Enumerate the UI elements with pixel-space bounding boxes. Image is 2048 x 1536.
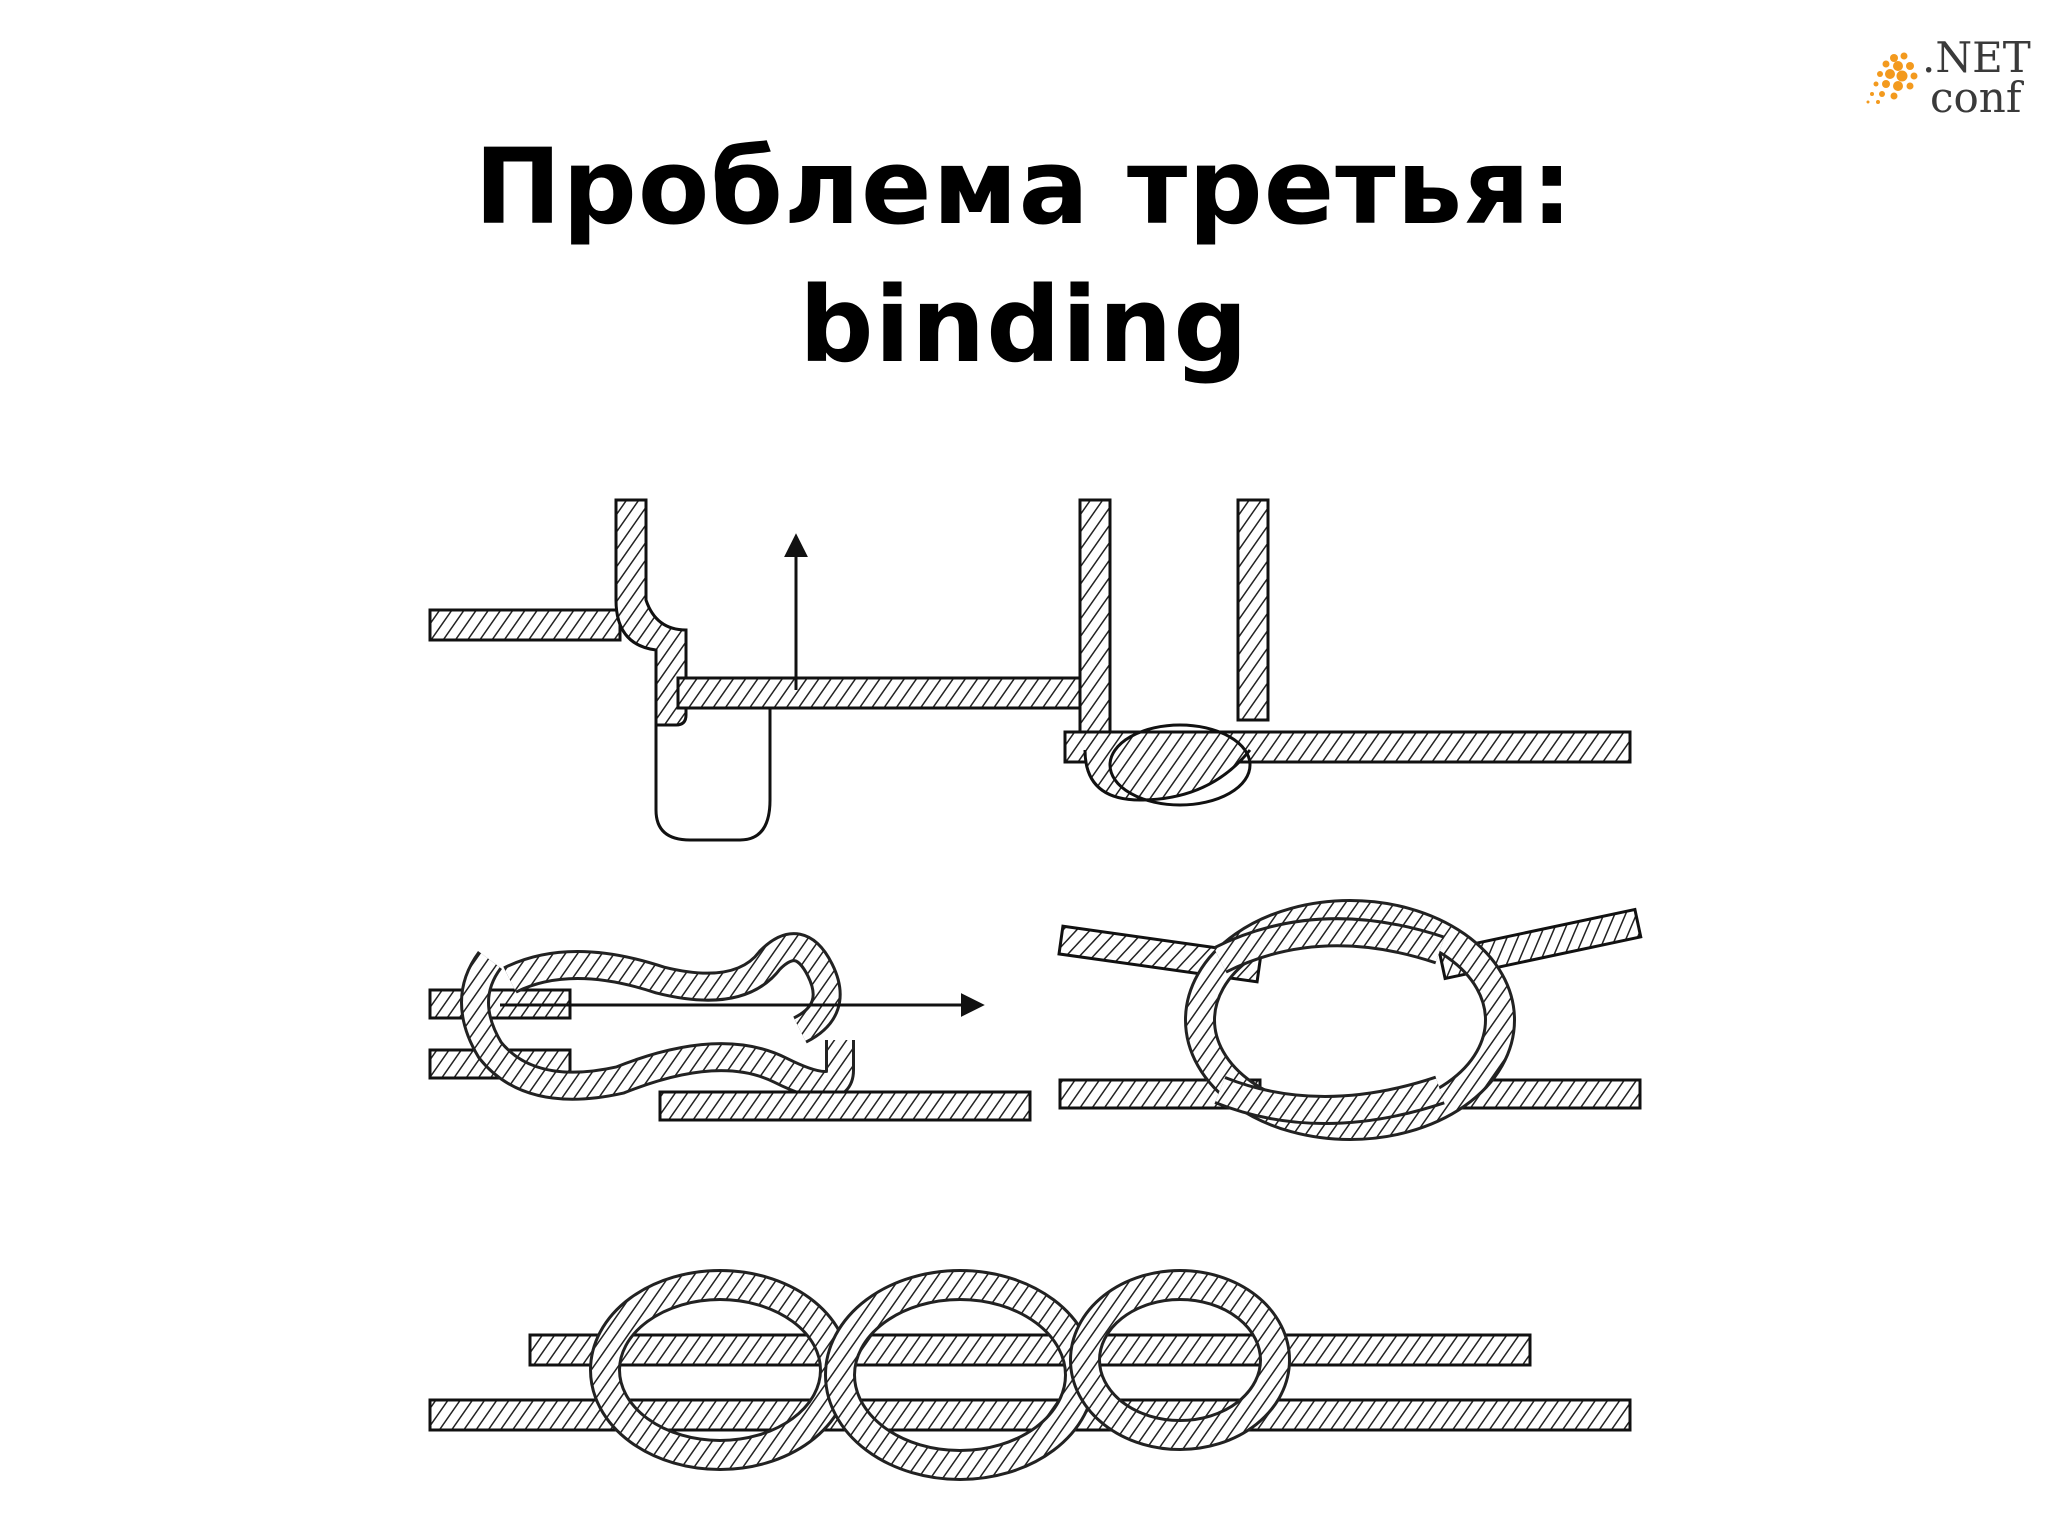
knot-step-1 xyxy=(428,498,1100,842)
knot-illustration xyxy=(428,498,1643,1481)
knot-step-3 xyxy=(428,932,1032,1122)
logo-dots-icon xyxy=(1866,52,1918,104)
logo-text: .NET conf xyxy=(1922,37,2031,122)
knot-step-2 xyxy=(1063,498,1632,807)
slide-title: Проблема третья: binding xyxy=(0,118,2048,394)
logo-line2: conf xyxy=(1930,73,2022,122)
dotnetconf-logo: .NET conf xyxy=(1860,37,2031,128)
title-line2: binding xyxy=(799,264,1249,386)
knot-step-4 xyxy=(1057,899,1643,1141)
logo-line1: .NET xyxy=(1922,33,2031,82)
title-line1: Проблема третья: xyxy=(474,126,1574,248)
knot-step-5 xyxy=(428,1269,1632,1481)
